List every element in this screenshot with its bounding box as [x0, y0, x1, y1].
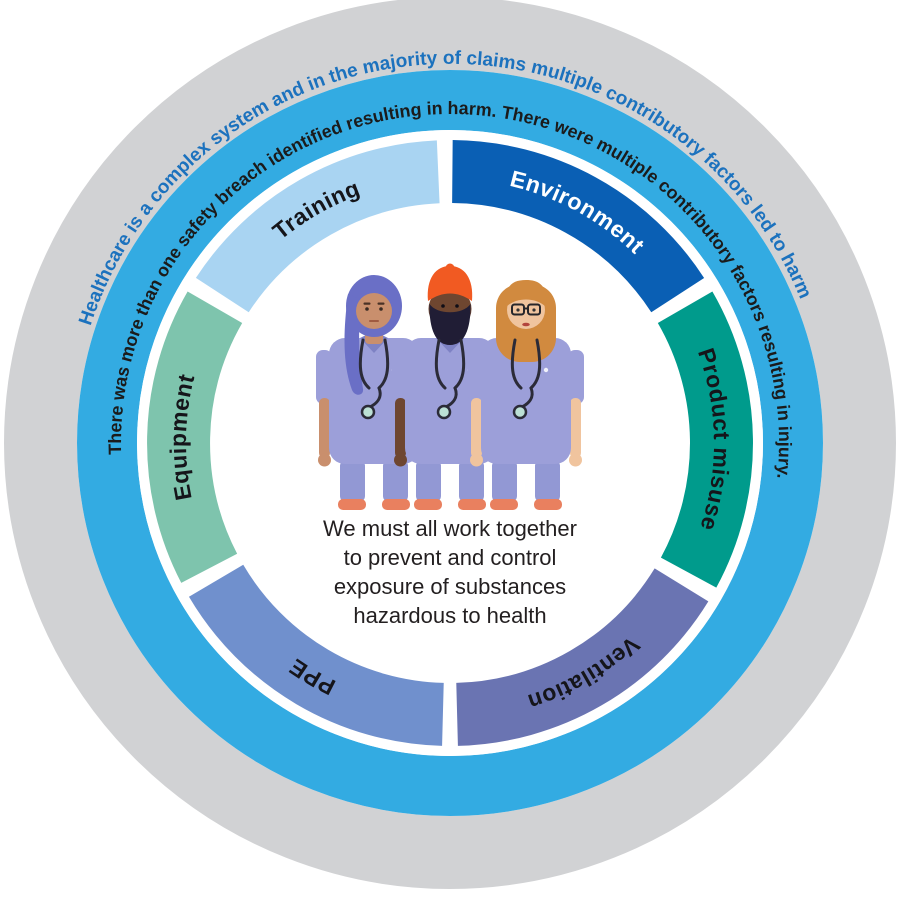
middle-blue-ring [77, 70, 823, 816]
segment-training [195, 140, 441, 313]
segment-environment [451, 140, 705, 313]
stethoscope-middle-worker [436, 404, 452, 420]
beard [429, 304, 471, 345]
stethoscope-left-worker [360, 404, 376, 420]
segment-ppe [188, 564, 445, 746]
center-message-line-3: exposure of substances [334, 574, 566, 599]
outer-gray-ring [4, 0, 896, 889]
segment-equipment [147, 291, 243, 583]
segment-ventilation [455, 567, 709, 746]
turban [427, 266, 473, 301]
center-message: We must all work together to prevent and… [323, 516, 577, 628]
healthcare-workers-illustration [316, 263, 584, 510]
stethoscope-right-worker [512, 404, 528, 420]
worker-right [468, 280, 584, 510]
center-message-line-4: hazardous to health [353, 603, 546, 628]
shoes-left-worker [338, 499, 366, 510]
center-message-line-1: We must all work together [323, 516, 577, 541]
segment-product-misuse [657, 291, 753, 588]
center-message-line-2: to prevent and control [344, 545, 557, 570]
scrub-top-right-worker [481, 338, 571, 464]
